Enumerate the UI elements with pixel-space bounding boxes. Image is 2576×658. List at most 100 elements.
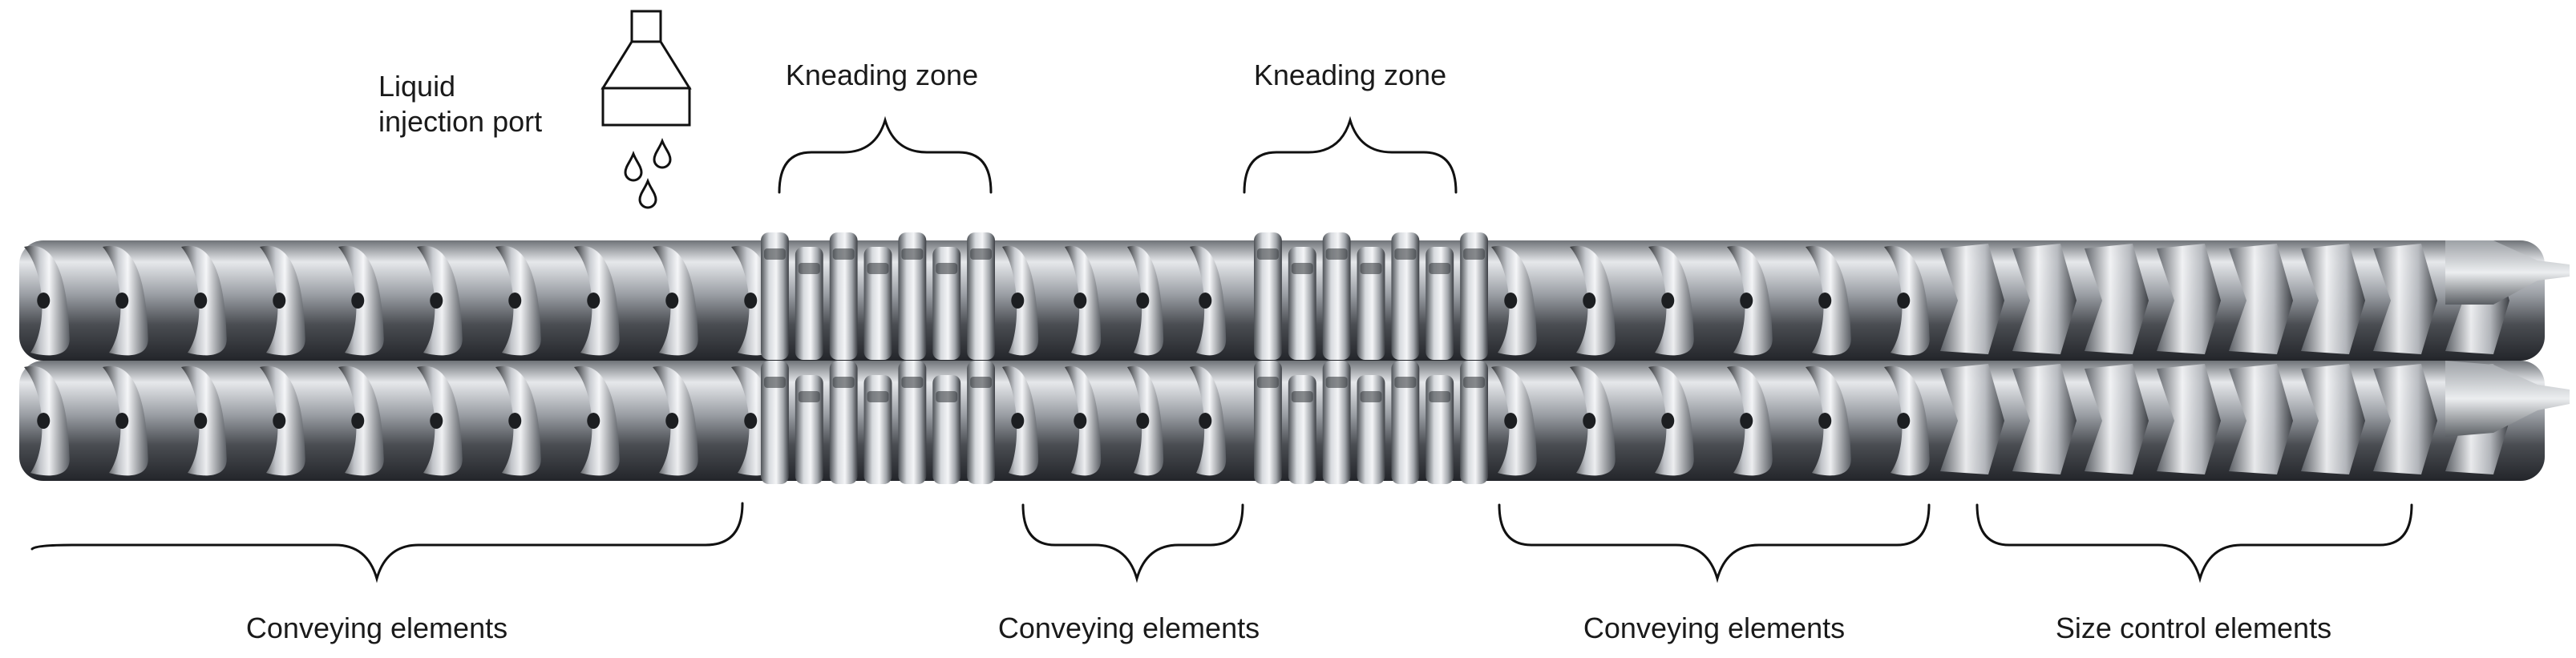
kneading-disc [1288, 247, 1316, 360]
size-control-flight [2301, 244, 2365, 354]
flight-shadow [1199, 293, 1212, 309]
flight-shadow [1504, 293, 1518, 309]
conveying-elements-1-label: Conveying elements [245, 612, 508, 644]
conveying-elements-2-label: Conveying elements [997, 612, 1260, 644]
screw-shafts [19, 240, 2545, 481]
kneading-disc [761, 232, 789, 360]
conveying-elements-3-label: Conveying elements [1583, 612, 1846, 644]
kneading-disc [829, 232, 858, 360]
flight-shadow [194, 293, 208, 309]
flight-shadow [508, 413, 522, 429]
kneading-disc [1322, 361, 1351, 484]
flight-shadow [1897, 293, 1911, 309]
disc-groove [832, 248, 855, 260]
flight-shadow [1011, 413, 1025, 429]
disc-groove [1463, 377, 1485, 388]
brace-conveying-1 [30, 502, 744, 583]
size-control-flight [2157, 244, 2221, 354]
flight-shadow [744, 413, 758, 429]
size-control-flight [2229, 244, 2293, 354]
flight-shadow [744, 293, 758, 309]
flight-shadow [1583, 413, 1596, 429]
disc-groove [1291, 263, 1313, 274]
drop-1 [624, 150, 643, 182]
disc-groove [867, 263, 889, 274]
size-control-flight [2373, 364, 2437, 474]
flight-shadow [351, 413, 365, 429]
flight-shadow [1740, 293, 1753, 309]
flight-shadow [430, 293, 443, 309]
disc-groove [936, 263, 958, 274]
flight-shadow [1818, 413, 1832, 429]
kneading-disc [1425, 247, 1454, 360]
size-control-flight [2229, 364, 2293, 474]
flight-shadow [37, 293, 51, 309]
size-control-flight [2085, 364, 2149, 474]
lower-shaft-tip [2445, 361, 2570, 437]
flight-shadow [1740, 413, 1753, 429]
flight-shadow [351, 293, 365, 309]
flight-shadow [1074, 293, 1087, 309]
disc-groove [867, 391, 889, 402]
disc-groove [1257, 377, 1279, 388]
flight-shadow [1011, 293, 1025, 309]
kneading-disc [1357, 247, 1385, 360]
kneading-disc [898, 361, 927, 484]
kneading-disc [967, 232, 995, 360]
disc-groove [1257, 248, 1279, 260]
disc-groove [1394, 377, 1417, 388]
disc-groove [798, 263, 820, 274]
disc-groove [764, 248, 786, 260]
kneading-disc [1391, 361, 1420, 484]
kneading-disc [932, 247, 961, 360]
flight-shadow [1583, 293, 1596, 309]
kneading-disc [829, 361, 858, 484]
disc-groove [1429, 263, 1451, 274]
brace-kneading-zone-1 [778, 115, 993, 194]
kneading-disc [1254, 232, 1282, 360]
drop-2 [653, 137, 672, 169]
flight-shadow [37, 413, 51, 429]
size-control-flight [2012, 244, 2077, 354]
kneading-discs [761, 232, 1488, 484]
disc-groove [901, 377, 924, 388]
flight-shadow [1136, 413, 1150, 429]
flight-shadow [1661, 293, 1675, 309]
disc-groove [764, 377, 786, 388]
flight-shadow [1504, 413, 1518, 429]
size-control-flight [1940, 364, 2004, 474]
flight-shadow [194, 413, 208, 429]
size-control-elements-label: Size control elements [2055, 612, 2332, 644]
brace-kneading-zone-2 [1243, 115, 1458, 194]
brace-conveying-3 [1498, 503, 1931, 583]
size-control-flight [2085, 244, 2149, 354]
injector-cone [601, 40, 692, 90]
flight-shadow [665, 413, 679, 429]
flight-shadow [587, 293, 601, 309]
kneading-disc [795, 247, 823, 360]
liquid-drops-icon [624, 137, 672, 209]
liquid-injection-port-icon [601, 10, 692, 209]
disc-groove [1325, 377, 1348, 388]
kneading-disc [1254, 361, 1282, 484]
disc-groove [1394, 248, 1417, 260]
disc-groove [1325, 248, 1348, 260]
injector-body [601, 87, 691, 127]
flight-shadow [1818, 293, 1832, 309]
kneading-disc [1460, 232, 1488, 360]
disc-groove [1429, 391, 1451, 402]
kneading-disc [967, 361, 995, 484]
flight-shadow [430, 413, 443, 429]
disc-groove [936, 391, 958, 402]
flight-shadow [587, 413, 601, 429]
shaft-tips [2445, 240, 2570, 437]
kneading-zone-1-label: Kneading zone [785, 59, 979, 91]
kneading-zone-2-label: Kneading zone [1253, 59, 1447, 91]
disc-groove [901, 248, 924, 260]
flight-shadow [1136, 293, 1150, 309]
size-control-flight [2301, 364, 2365, 474]
conveying-flights [24, 245, 1930, 476]
disc-groove [1360, 263, 1382, 274]
